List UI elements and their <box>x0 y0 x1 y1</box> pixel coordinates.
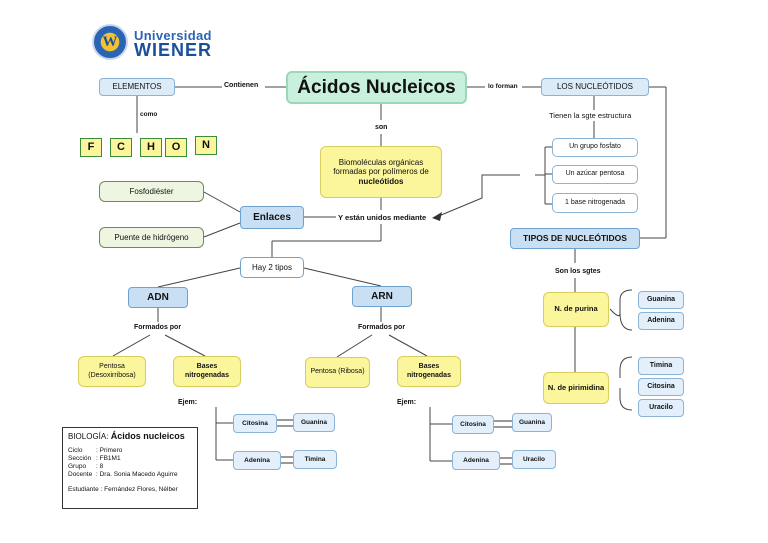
info-row: Sección : FB1M1 <box>68 455 192 463</box>
main-title: Ácidos Nucleicos <box>286 71 467 104</box>
logo-text-line1: Universidad <box>134 28 212 43</box>
son-label: son <box>375 124 388 131</box>
university-logo: W Universidad WIENER <box>92 24 242 64</box>
info-key: Docente <box>68 471 93 478</box>
arn-guanina: Guanina <box>512 413 552 432</box>
adn-adenina: Adenina <box>233 451 281 470</box>
como-label: como <box>140 111 158 118</box>
info-key: Sección <box>68 455 92 462</box>
pirimidina-uracilo: Uracilo <box>638 399 684 417</box>
info-value: : Primero <box>96 447 123 454</box>
info-value: : FB1M1 <box>96 455 121 462</box>
nucleotidos-node: LOS NUCLEÓTIDOS <box>541 78 649 96</box>
biomoleculas-node: Biomoléculas orgánicas formadas por polí… <box>320 146 442 198</box>
pirimidina-node: N. de pirimidina <box>543 372 609 404</box>
info-row: Ciclo : Primero <box>68 447 192 455</box>
adn-timina: Timina <box>293 450 337 469</box>
element-letter-c: C <box>110 138 132 157</box>
adn-formados-label: Formados por <box>134 324 182 331</box>
arn-node: ARN <box>352 286 412 307</box>
tipos-nucleotidos-node: TIPOS DE NUCLEÓTIDOS <box>510 228 640 249</box>
arn-uracilo: Uracilo <box>512 450 556 469</box>
info-value: : Dra. Sonia Macedo Aguirre <box>96 471 178 478</box>
parte-azucar: Un azúcar pentosa <box>552 165 638 184</box>
arn-formados-label: Formados por <box>358 324 406 331</box>
biomoleculas-text: Biomoléculas orgánicas formadas por polí… <box>333 158 429 177</box>
arn-ejem-label: Ejem: <box>397 399 417 406</box>
pirimidina-timina: Timina <box>638 357 684 375</box>
enlaces-node: Enlaces <box>240 206 304 229</box>
purina-adenina: Adenina <box>638 312 684 330</box>
logo-emblem-icon: W <box>92 24 128 60</box>
info-estudiante: Estudiante : Fernández Flores, Nélber <box>68 486 178 493</box>
contienen-label: Contienen <box>224 82 259 89</box>
info-row: Docente: Dra. Sonia Macedo Aguirre <box>68 471 192 479</box>
info-title-main: Ácidos nucleicos <box>110 431 185 441</box>
biomoleculas-bold: nucleótidos <box>358 176 404 186</box>
adn-node: ADN <box>128 287 188 308</box>
parte-fosfato: Un grupo fosfato <box>552 138 638 157</box>
info-key: Ciclo <box>68 447 83 454</box>
element-letter-n: N <box>195 136 217 155</box>
info-title-prefix: BIOLOGÍA: <box>68 432 109 441</box>
info-box: BIOLOGÍA: Ácidos nucleicos Ciclo : Primer… <box>62 427 198 509</box>
info-value: : 8 <box>96 463 104 470</box>
logo-text-line2: WIENER <box>134 40 212 60</box>
purina-guanina: Guanina <box>638 291 684 309</box>
estructura-label: Tienen la sgte estructura <box>549 111 632 120</box>
adn-guanina: Guanina <box>293 413 335 432</box>
lo-forman-label: lo forman <box>488 83 518 90</box>
adn-ejem-label: Ejem: <box>178 399 198 406</box>
hay-2-tipos-node: Hay 2 tipos <box>240 257 304 278</box>
info-row: Grupo : 8 <box>68 463 192 471</box>
adn-citosina: Citosina <box>233 414 277 433</box>
adn-pentosa-node: Pentosa (Desoxirribosa) <box>78 356 146 387</box>
fosfodiester-node: Fosfodiéster <box>99 181 204 202</box>
element-letter-f: F <box>80 138 102 157</box>
info-title: BIOLOGÍA: Ácidos nucleicos <box>68 431 192 441</box>
pirimidina-citosina: Citosina <box>638 378 684 396</box>
elementos-node: ELEMENTOS <box>99 78 175 96</box>
parte-base: 1 base nitrogenada <box>552 193 638 213</box>
info-key: Grupo <box>68 463 87 470</box>
puente-hidrogeno-node: Puente de hidrógeno <box>99 227 204 248</box>
element-letter-h: H <box>140 138 162 157</box>
y-estan-label: Y están unidos mediante <box>338 213 427 222</box>
arn-bases-node: Bases nitrogenadas <box>397 356 461 387</box>
arn-pentosa-node: Pentosa (Ribosa) <box>305 357 370 388</box>
son-los-sgtes-label: Son los sgtes <box>555 268 601 275</box>
element-letter-o: O <box>165 138 187 157</box>
adn-bases-node: Bases nitrogenadas <box>173 356 241 387</box>
arn-citosina: Citosina <box>452 415 494 434</box>
purina-node: N. de purina <box>543 292 609 327</box>
arn-adenina: Adenina <box>452 451 500 470</box>
